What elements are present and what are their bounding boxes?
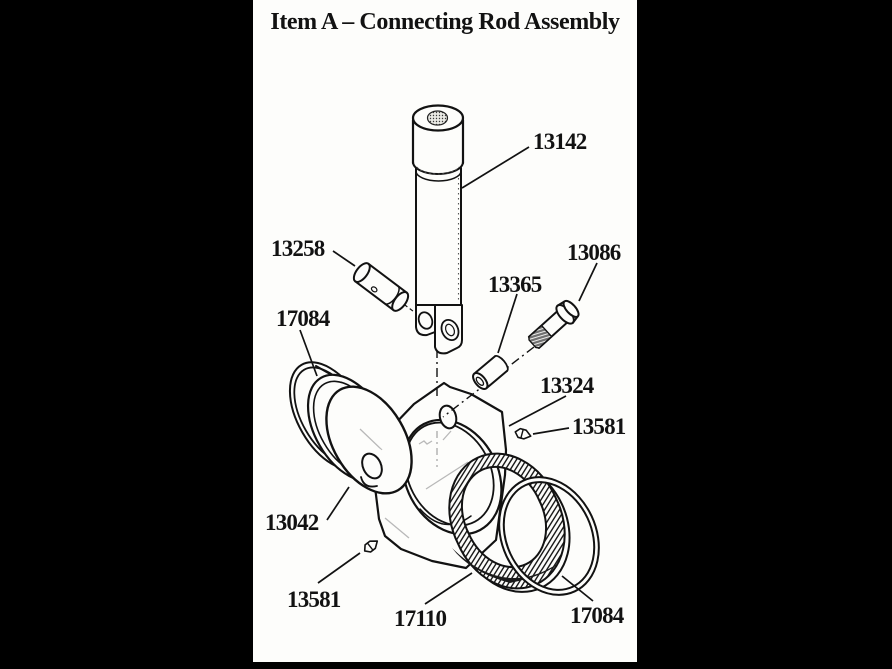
label-17084-upper-left: 17084 <box>276 306 331 331</box>
page-title: Item A – Connecting Rod Assembly <box>270 9 620 35</box>
label-13042: 13042 <box>265 510 319 535</box>
rod-body-left-boss <box>359 445 385 488</box>
part-connecting-rod-body <box>373 381 508 570</box>
part-retaining-ring <box>498 476 600 596</box>
leader-lines <box>299 146 598 605</box>
label-17084-lower-right: 17084 <box>570 603 625 628</box>
label-13365: 13365 <box>488 272 542 297</box>
label-13581-right: 13581 <box>572 414 626 439</box>
part-pin <box>352 262 416 314</box>
part-screw-lower-left <box>363 540 379 553</box>
label-13258: 13258 <box>271 236 325 261</box>
bearing-shadow <box>452 548 560 583</box>
part-bolt <box>527 299 580 349</box>
label-17110: 17110 <box>394 606 447 631</box>
label-13142: 13142 <box>533 129 587 154</box>
part-cylinder-pin <box>411 104 465 355</box>
part-screw-right <box>514 427 532 440</box>
label-13581-lower-left: 13581 <box>287 587 341 612</box>
label-13086: 13086 <box>567 240 621 265</box>
part-bushing <box>472 355 509 390</box>
label-13324: 13324 <box>540 373 595 398</box>
part-number-labels: 13142 13258 17084 13086 13365 13324 1358… <box>265 129 627 631</box>
